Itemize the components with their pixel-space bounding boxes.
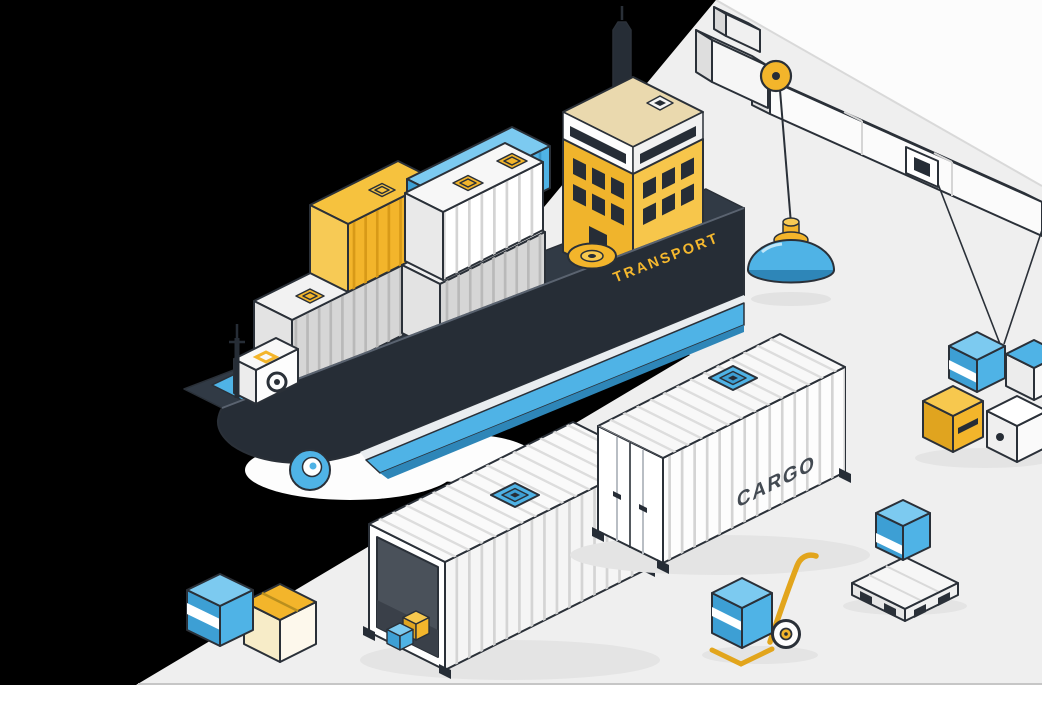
ship-hull: TRANSPORT (216, 207, 745, 491)
bow-wave-icon (289, 449, 331, 491)
roof-hatch-blue-icon (490, 482, 540, 508)
hull-white-stripe (360, 295, 744, 460)
box-tape-line (261, 591, 299, 613)
door-handle-icon (639, 504, 647, 513)
dock-front-face (0, 685, 1042, 717)
hand-truck-frame (767, 552, 819, 645)
box-blue (186, 573, 254, 647)
hand-truck-wheel-icon (771, 619, 801, 649)
pallet-box-blue (875, 499, 931, 561)
crate-white-dot (986, 395, 1042, 463)
door-handle-icon (613, 491, 621, 500)
deck-hatch-yellow-icon (452, 174, 484, 192)
deck-container-white (404, 142, 544, 281)
hand-truck-toe-plate (709, 646, 775, 667)
crate-blue (948, 331, 1006, 393)
crane-magnet (747, 217, 835, 306)
crate-latch-icon (958, 418, 978, 434)
container-doors (597, 425, 664, 564)
inner-box-blue (386, 622, 414, 651)
roof-hatch-blue-icon (708, 365, 758, 391)
deck-edge-highlight (221, 207, 745, 409)
cabin-windows-right (643, 157, 694, 225)
crane-cab (695, 6, 793, 109)
deck-hatch-yellow-icon (295, 288, 325, 304)
boom-vent-icon (905, 146, 939, 188)
waterline-dark (380, 325, 744, 479)
pallet-group (843, 499, 967, 622)
cargo-ship: TRANSPORT (183, 6, 745, 491)
crate-yellow (922, 385, 984, 453)
bow-mast-icon (229, 324, 245, 398)
deck-hatch-yellow-icon (496, 152, 528, 170)
hand-truck-box-blue (711, 577, 773, 649)
crate-white (1005, 339, 1042, 401)
dock-back-edge (715, 0, 1042, 187)
crane-cable (779, 89, 792, 225)
crate-knob-icon (996, 433, 1004, 441)
harbor-crane (695, 6, 1042, 351)
box-yellow (243, 583, 317, 663)
deck-cargo (253, 126, 551, 391)
hand-truck (702, 552, 819, 667)
crate-stack (915, 331, 1042, 468)
roof-hatch-icon (646, 95, 674, 111)
container-opening (376, 536, 439, 658)
deck-winch-icon (567, 242, 617, 270)
vent-hatch-outline-icon (252, 350, 280, 364)
pallet (851, 556, 959, 622)
bridge-window-strip (640, 126, 696, 164)
deck-hatch-yellow-icon (368, 182, 396, 198)
bow-vent-box (233, 337, 299, 405)
container-cargo: CARGO (570, 333, 870, 575)
crane-boom (751, 70, 1042, 237)
dockside-boxes (186, 573, 317, 663)
container-shadow (570, 535, 870, 575)
bridge-window-strip (570, 126, 626, 164)
magnet-shadow (751, 292, 831, 306)
